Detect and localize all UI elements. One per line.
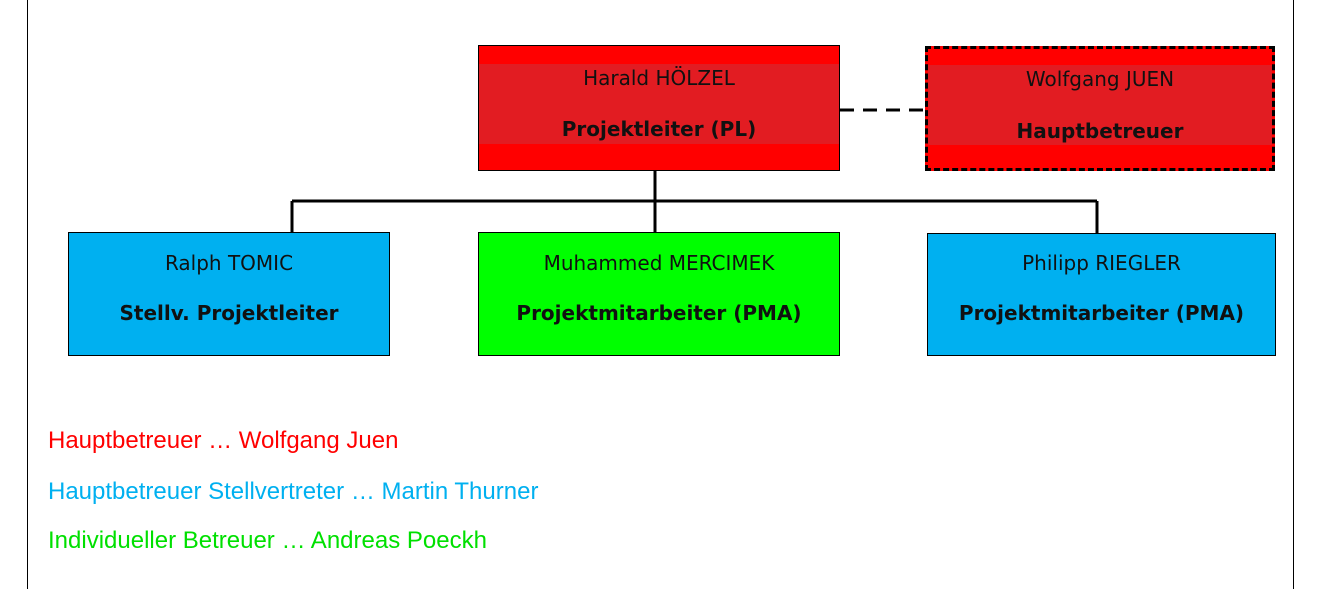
node-role: Projektleiter (PL)	[561, 117, 757, 141]
node-name: Wolfgang JUEN	[1025, 67, 1175, 91]
legend-hauptbetreuer: Hauptbetreuer … Wolfgang Juen	[48, 427, 399, 454]
node-name: Harald HÖLZEL	[583, 66, 735, 90]
node-name: Muhammed MERCIMEK	[543, 251, 775, 275]
member-node-riegler: Philipp RIEGLER Projektmitarbeiter (PMA)	[927, 233, 1276, 356]
node-name: Philipp RIEGLER	[1022, 251, 1181, 275]
node-role: Hauptbetreuer	[1016, 119, 1184, 143]
member-node-mercimek: Muhammed MERCIMEK Projektmitarbeiter (PM…	[478, 232, 840, 356]
node-name: Ralph TOMIC	[164, 251, 294, 275]
node-role: Projektmitarbeiter (PMA)	[516, 301, 802, 325]
node-role: Projektmitarbeiter (PMA)	[958, 301, 1245, 325]
left-border	[27, 0, 28, 589]
legend-individueller-betreuer: Individueller Betreuer … Andreas Poeckh	[48, 527, 487, 554]
node-band	[928, 65, 1272, 145]
right-border	[1293, 0, 1294, 589]
projektleiter-node: Harald HÖLZEL Projektleiter (PL)	[478, 45, 840, 171]
node-band	[479, 64, 839, 144]
legend-hauptbetreuer-stellvertreter: Hauptbetreuer Stellvertreter … Martin Th…	[48, 478, 539, 505]
node-role: Stellv. Projektleiter	[119, 301, 339, 325]
member-node-tomic: Ralph TOMIC Stellv. Projektleiter	[68, 232, 390, 356]
hauptbetreuer-node: Wolfgang JUEN Hauptbetreuer	[925, 46, 1275, 171]
